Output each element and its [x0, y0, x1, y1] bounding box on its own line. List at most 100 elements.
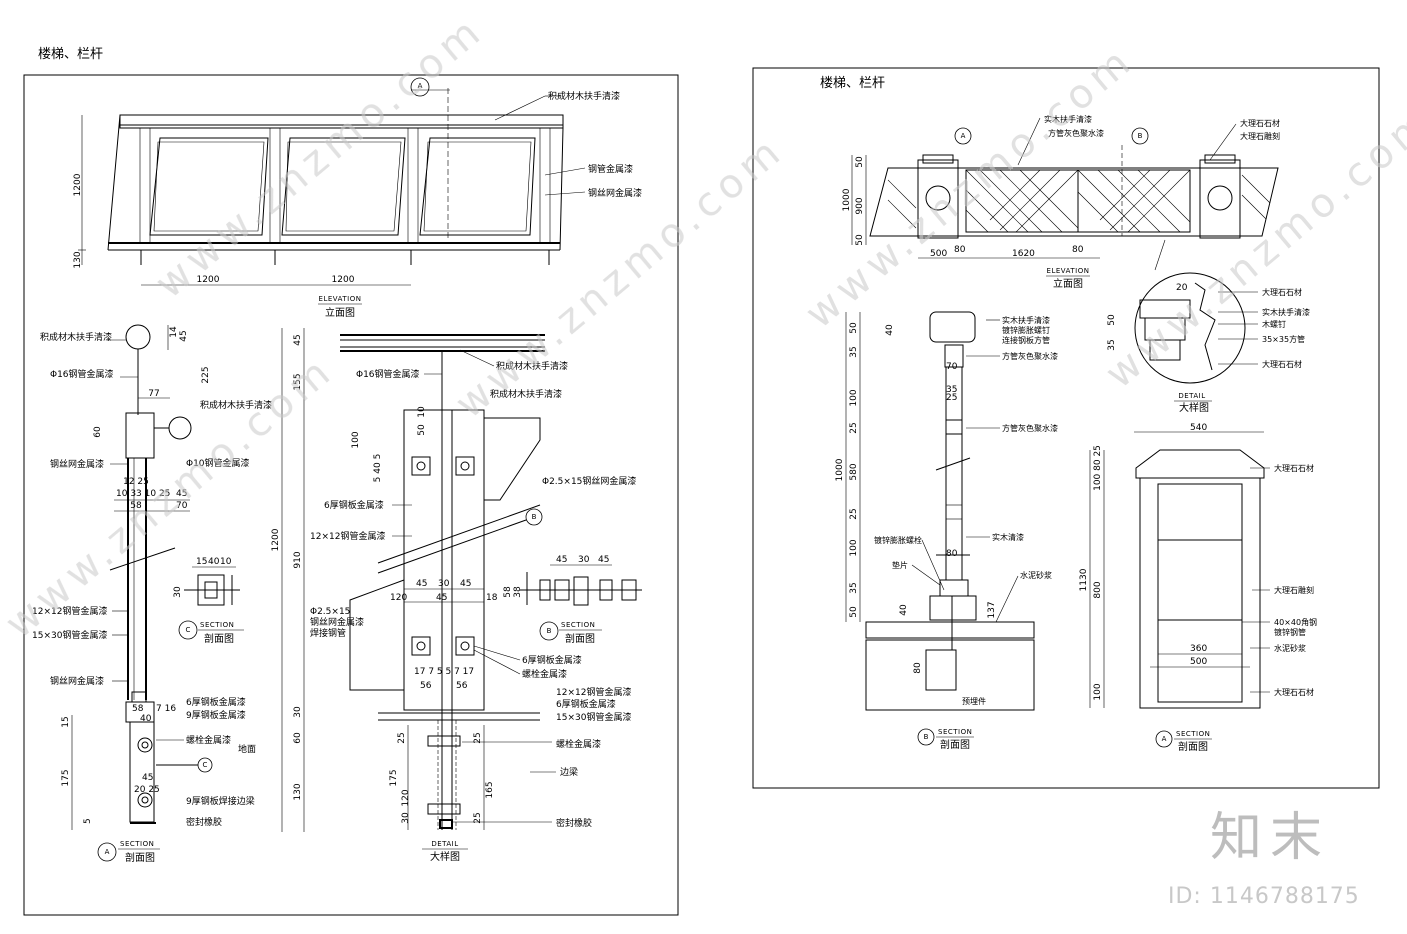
- sec-b-dim-58: 58: [503, 586, 513, 598]
- elev-dim-base: 130: [73, 251, 83, 268]
- r-detail-label-marble-2: 大理石石材: [1262, 359, 1302, 369]
- detail-dim-910: 910: [293, 551, 303, 568]
- right-section-a-view: 540 100 80 25 800 1130 100 360 500 大理石石材…: [1079, 423, 1317, 753]
- svg-text:17 7 5 5 7 17: 17 7 5 5 7 17: [414, 667, 474, 677]
- sec-a-label-tube12: 12×12钢管金属漆: [32, 605, 107, 617]
- left-section-a-view: C 积成材木扶手清漆 Φ16钢管金属漆 积成材木扶手清漆 钢丝网金属漆 Φ10钢…: [32, 324, 272, 864]
- r-sec-a-label-mortar: 水泥砂浆: [1274, 643, 1306, 653]
- elevation-caption-en: ELEVATION: [319, 295, 362, 303]
- r-sec-b-label-tube-2: 方管灰色聚水漆: [1002, 423, 1058, 433]
- r-elev-dim-50a: 50: [855, 156, 865, 168]
- r-sec-b-dim-35: 35: [849, 346, 859, 357]
- left-sheet-title: 楼梯、栏杆: [38, 47, 103, 62]
- right-sheet-frame: [752, 67, 1380, 789]
- svg-text:5 40 5: 5 40 5: [373, 454, 383, 483]
- r-sec-b-dim-80: 80: [946, 549, 958, 559]
- right-detail-top-view: 20 50 35 大理石石材 实木扶手清漆 木螺钉 35×35方管 大理石石材 …: [1107, 239, 1310, 414]
- sec-a-label-seal: 密封橡胶: [186, 816, 222, 828]
- watermark-site-3: www.znzmo.com: [0, 347, 343, 648]
- r-sec-b-caption-en: SECTION: [938, 728, 972, 736]
- detail-dim-30b: 30: [401, 812, 411, 824]
- elev-label-handrail: 积成材木扶手清漆: [548, 90, 620, 102]
- sec-c-dim-30: 30: [173, 586, 183, 598]
- r-detail-caption-en: DETAIL: [1178, 392, 1205, 400]
- sec-a-label-ground: 地面: [238, 743, 256, 755]
- r-sec-b-label-screw: 镀锌膨胀螺钉: [1002, 325, 1050, 335]
- detail-label-plate6-3: 6厚钢板金属漆: [556, 698, 616, 710]
- r-sec-b-dim-25: 25: [849, 422, 859, 433]
- sec-c-dim-10: 10: [220, 557, 232, 567]
- detail-label-pipe16: Φ16钢管金属漆: [356, 368, 420, 380]
- sec-b-callout: B: [547, 627, 552, 635]
- r-sec-b-dim-137: 137: [987, 601, 997, 618]
- r-sec-b-label-tube: 方管灰色聚水漆: [1002, 351, 1058, 361]
- svg-text:45: 45: [460, 579, 471, 589]
- sec-a-dim-40: 40: [140, 714, 152, 724]
- svg-text:10 33 10 25: 10 33 10 25: [116, 489, 170, 499]
- sec-a-label-mesh: 钢丝网金属漆: [50, 458, 104, 470]
- watermark-layer: www.znzmo.com www.znzmo.com www.znzmo.co…: [0, 7, 1407, 648]
- r-elev-label-tube: 方管灰色聚水漆: [1048, 128, 1104, 138]
- r-elev-caption-en: ELEVATION: [1047, 267, 1090, 275]
- svg-text:100 80 25: 100 80 25: [1093, 445, 1103, 491]
- r-detail-dim-50: 50: [1107, 314, 1117, 326]
- svg-text:7 16: 7 16: [156, 704, 176, 714]
- left-elevation-view: A 积成材木扶手清漆 钢管金属漆 钢丝网金属漆 1200 130 1200 12…: [73, 77, 642, 319]
- r-sec-a-caption-en: SECTION: [1176, 730, 1210, 738]
- sec-c-dim-40: 40: [208, 557, 220, 567]
- r-detail-caption-cn: 大样图: [1179, 401, 1209, 414]
- r-sec-b-caption-cn: 剖面图: [940, 738, 970, 751]
- sec-a-label-plate9: 9厚钢板金属漆: [186, 709, 246, 721]
- r-sec-b-label-shim: 垫片: [892, 560, 908, 570]
- elev-dim-height: 1200: [73, 173, 83, 196]
- elev-label-wire-mesh: 钢丝网金属漆: [588, 187, 642, 199]
- elev-label-steel-pipe: 钢管金属漆: [588, 163, 633, 175]
- r-sec-b-dim-100b: 100: [849, 539, 859, 556]
- left-detail-view: B Φ16钢管金属漆 积成材木扶手清漆 积成材木扶手清漆 Φ2.5×15钢丝网金…: [271, 328, 636, 863]
- r-sec-b-dim-100: 100: [849, 389, 859, 406]
- r-sec-a-label-angle: 40×40角钢: [1274, 617, 1317, 627]
- sec-c-caption-en: SECTION: [200, 621, 234, 629]
- detail-dim-45: 45: [293, 334, 303, 345]
- r-sec-a-dim-1130: 1130: [1079, 568, 1089, 591]
- detail-dim-120b: 120: [401, 789, 411, 806]
- detail-dim-10: 10: [417, 406, 427, 418]
- sec-a-label-pipe10: Φ10钢管金属漆: [186, 457, 250, 469]
- elev-dim-bay-1: 1200: [197, 275, 220, 285]
- detail-dim-120: 45: [436, 593, 447, 603]
- detail-label-tube12: 12×12钢管金属漆: [310, 530, 385, 542]
- r-elev-label-marble: 大理石石材: [1240, 118, 1280, 128]
- sec-b-dim-45a: 45: [556, 555, 567, 565]
- detail-dim-100: 100: [351, 431, 361, 448]
- r-sec-a-dim-500: 500: [1190, 657, 1207, 667]
- detail-dim-60: 60: [293, 732, 303, 744]
- r-sec-b-dim-580: 580: [849, 463, 859, 480]
- r-sec-b-dim-1000: 1000: [835, 458, 845, 481]
- svg-text:5: 5: [83, 818, 93, 824]
- right-section-b-view: 实木扶手清漆 镀锌膨胀螺钉 连接钢板方管 方管灰色聚水漆 方管灰色聚水漆 实木清…: [835, 311, 1058, 751]
- r-sec-a-label-carving: 大理石雕刻: [1274, 585, 1314, 595]
- r-detail-label-marble: 大理石石材: [1262, 287, 1302, 297]
- r-sec-a-label-marble-2: 大理石石材: [1274, 687, 1314, 697]
- detail-label-mesh-paint: 钢丝网金属漆: [310, 616, 364, 628]
- svg-text:C: C: [203, 761, 208, 769]
- detail-label-tube15: 15×30钢管金属漆: [556, 711, 631, 723]
- r-elev-dim-500: 500: [930, 249, 947, 259]
- detail-dim-25c: 25: [473, 812, 483, 823]
- sec-a-label-mesh-2: 钢丝网金属漆: [50, 675, 104, 687]
- left-section-b-view: 45 30 45 58 38 B SECTION 剖面图: [503, 555, 642, 645]
- r-sec-b-dim-35b: 35: [849, 582, 859, 593]
- detail-label-handrail-2: 积成材木扶手清漆: [490, 388, 562, 400]
- r-sec-a-caption-cn: 剖面图: [1178, 740, 1208, 753]
- sec-b-caption-en: SECTION: [561, 621, 595, 629]
- r-sec-b-dim-40b: 40: [899, 604, 909, 616]
- svg-text:45: 45: [416, 579, 427, 589]
- right-sheet-title: 楼梯、栏杆: [820, 76, 885, 91]
- sec-a-label-bolt: 螺栓金属漆: [186, 734, 231, 746]
- sec-b-dim-30: 30: [578, 555, 590, 565]
- r-sec-b-dim-50b: 50: [849, 606, 859, 618]
- r-sec-a-dim-540: 540: [1190, 423, 1207, 433]
- sec-a-label-plate6: 6厚钢板金属漆: [186, 696, 246, 708]
- detail-dim-56b: 56: [456, 681, 468, 691]
- right-elevation-view: A B 实木扶手清漆 方管灰色聚水漆 大理石石材 大理石雕刻 50 900 10…: [842, 114, 1280, 290]
